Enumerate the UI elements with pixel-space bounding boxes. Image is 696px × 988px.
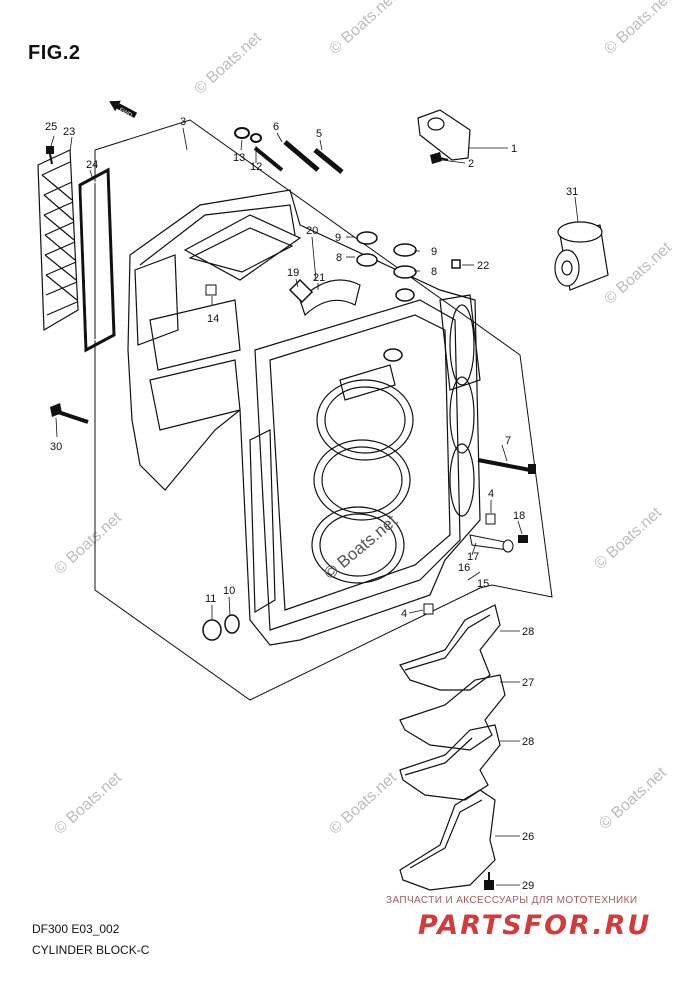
fitting-4-upper — [485, 513, 496, 525]
callouts: 1 2 3 4 4 5 6 7 8 8 9 9 10 11 12 13 14 1… — [45, 116, 578, 892]
callout-number: 18 — [513, 510, 525, 522]
fitting-17 — [469, 534, 514, 553]
cylinder-block — [127, 189, 481, 646]
callout-number: 31 — [566, 186, 578, 198]
watermark-text: © Boats.net — [326, 0, 400, 58]
figure-title: FIG.2 — [28, 42, 81, 64]
callout-number: 14 — [207, 313, 219, 325]
figure-code: DF300 E03_002 — [32, 922, 120, 936]
callout-number: 19 — [287, 267, 299, 279]
callout-number: 4 — [401, 608, 407, 620]
callout-number: 23 — [63, 126, 75, 138]
plug-11 — [202, 614, 240, 641]
callout-number: 1 — [511, 143, 517, 155]
callout-number: 13 — [233, 152, 245, 164]
watermark-group: © Boats.net © Boats.net © Boats.net © Bo… — [51, 0, 675, 838]
watermark-text: © Boats.net — [191, 29, 265, 98]
watermark-text: © Boats.net — [51, 769, 125, 838]
screw-18 — [518, 535, 528, 543]
callout-number: 6 — [273, 121, 279, 133]
stud-bolts-top — [234, 127, 344, 174]
callout-number: 12 — [250, 161, 262, 173]
callout-number: 28 — [522, 626, 534, 638]
plug-14 — [205, 284, 217, 296]
shop-logo: PARTSFOR.RU — [418, 910, 652, 941]
callout-number: 25 — [45, 121, 57, 133]
bolt-7 — [477, 458, 536, 474]
bolt-30 — [50, 403, 89, 424]
callout-number: 21 — [313, 272, 325, 284]
watermark-text: © Boats.net — [596, 764, 670, 833]
callout-number: 28 — [522, 736, 534, 748]
exhaust-cover-23 — [37, 149, 79, 332]
bolt-25 — [46, 146, 54, 165]
assembly-frame — [94, 119, 553, 701]
callout-number: 24 — [86, 159, 98, 171]
callout-number: 11 — [205, 593, 216, 605]
callout-number: 22 — [477, 260, 489, 272]
watermark-text: © Boats.net — [601, 0, 675, 58]
callout-number: 3 — [180, 116, 186, 128]
callout-number: 30 — [50, 441, 62, 453]
bolt-29 — [484, 872, 494, 890]
callout-number: 16 — [458, 562, 470, 574]
callout-number: 2 — [468, 158, 474, 170]
watermark-text: © Boats.net — [601, 239, 675, 308]
callout-number: 27 — [522, 677, 534, 689]
callout-number: 20 — [306, 225, 318, 237]
callout-number: 9 — [431, 246, 437, 258]
watermark-text: © Boats.net — [591, 504, 665, 573]
callout-number: 26 — [522, 831, 534, 843]
seals-and-plugs — [288, 231, 461, 362]
callout-number: 29 — [522, 880, 534, 892]
callout-number: 10 — [223, 585, 235, 597]
bracket-1 — [417, 109, 471, 161]
watermark-text: © Boats.net — [326, 769, 400, 838]
watermark-text: © Boats.net — [51, 509, 125, 578]
fitting-4-lower — [423, 603, 434, 615]
shop-subtitle: ЗАПЧАСТИ И АКСЕССУАРЫ ДЛЯ МОТОТЕХНИКИ — [386, 895, 638, 906]
fwd-arrow: FWD — [109, 100, 138, 119]
exhaust-cover-gasket-24 — [78, 167, 116, 353]
callout-number: 5 — [316, 128, 322, 140]
oil-filter-31 — [554, 221, 609, 291]
callout-number: 17 — [467, 551, 479, 563]
callout-number: 15 — [477, 578, 489, 590]
leader-lines — [50, 127, 579, 886]
callout-number: 8 — [336, 252, 342, 264]
gasket-stack — [399, 604, 506, 891]
callout-number: 7 — [505, 435, 511, 447]
fwd-label: FWD — [118, 107, 133, 119]
bolt-2 — [430, 152, 449, 164]
figure-caption: CYLINDER BLOCK-C — [32, 943, 150, 957]
callout-number: 8 — [431, 266, 437, 278]
callout-number: 9 — [335, 232, 341, 244]
callout-number: 4 — [488, 488, 494, 500]
